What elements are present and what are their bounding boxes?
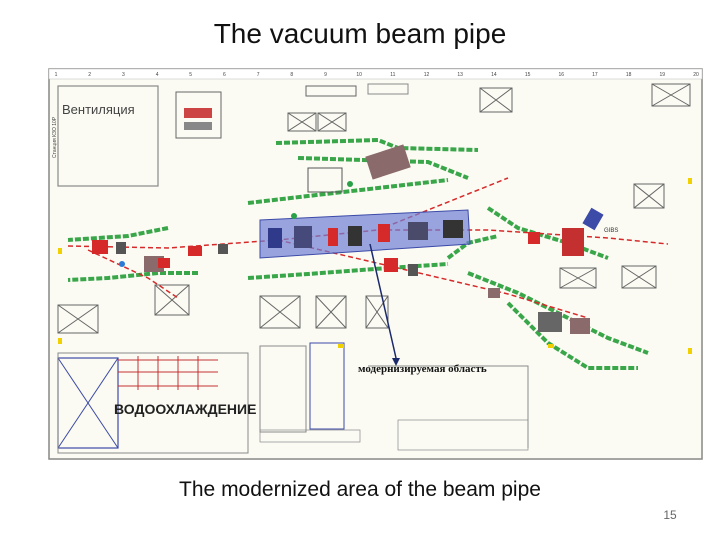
equipment-box xyxy=(175,91,222,139)
column-number: 13 xyxy=(457,72,463,78)
column-number: 4 xyxy=(156,72,159,78)
column-number: 3 xyxy=(122,72,125,78)
top-rack-2 xyxy=(367,83,409,95)
column-number: 18 xyxy=(626,72,632,78)
beamline-magnets xyxy=(92,144,604,334)
area-pointer-line xyxy=(369,243,397,359)
column-number: 10 xyxy=(356,72,362,78)
side-station-label: Станция КЗО 10Р xyxy=(52,116,58,158)
column-number: 20 xyxy=(693,72,699,78)
column-number: 14 xyxy=(491,72,497,78)
column-number: 7 xyxy=(257,72,260,78)
equipment-red-block xyxy=(184,108,212,118)
area-pointer-arrow xyxy=(392,358,400,366)
column-number: 6 xyxy=(223,72,226,78)
beamline-components xyxy=(268,220,463,248)
shielding-blocks xyxy=(57,83,691,334)
water-cooling-room xyxy=(57,352,249,454)
column-number: 12 xyxy=(424,72,430,78)
column-strip xyxy=(48,68,703,80)
room-lower-1 xyxy=(259,345,307,433)
column-number: 8 xyxy=(290,72,293,78)
water-cooling-pipes xyxy=(118,356,218,390)
room-lower-2 xyxy=(309,342,345,430)
slide-caption: The modernized area of the beam pipe xyxy=(179,478,541,501)
modernized-area-label: модернизируемая область xyxy=(358,363,487,375)
equipment-grey-block xyxy=(184,122,212,130)
column-number: 16 xyxy=(559,72,565,78)
column-number: 15 xyxy=(525,72,531,78)
rack-row-1 xyxy=(259,429,361,443)
water-cooling-tank-cross xyxy=(57,357,119,449)
room-lower-right xyxy=(368,365,529,448)
top-rack xyxy=(305,85,357,97)
ventilation-room xyxy=(57,85,159,187)
slide-title: The vacuum beam pipe xyxy=(213,18,507,49)
column-number: 1 xyxy=(55,72,58,78)
column-number: 9 xyxy=(324,72,327,78)
gibs-label: GIBS xyxy=(604,228,618,234)
border-markers xyxy=(58,178,692,354)
column-number: 19 xyxy=(660,72,666,78)
column-number: 2 xyxy=(88,72,91,78)
column-number: 11 xyxy=(390,72,395,78)
column-number: 5 xyxy=(189,72,192,78)
ventilation-label: Вентиляция xyxy=(62,102,135,117)
column-number: 17 xyxy=(592,72,598,78)
water-cooling-label: ВОДООХЛАЖДЕНИЕ xyxy=(114,401,256,417)
page-number: 15 xyxy=(663,508,677,522)
